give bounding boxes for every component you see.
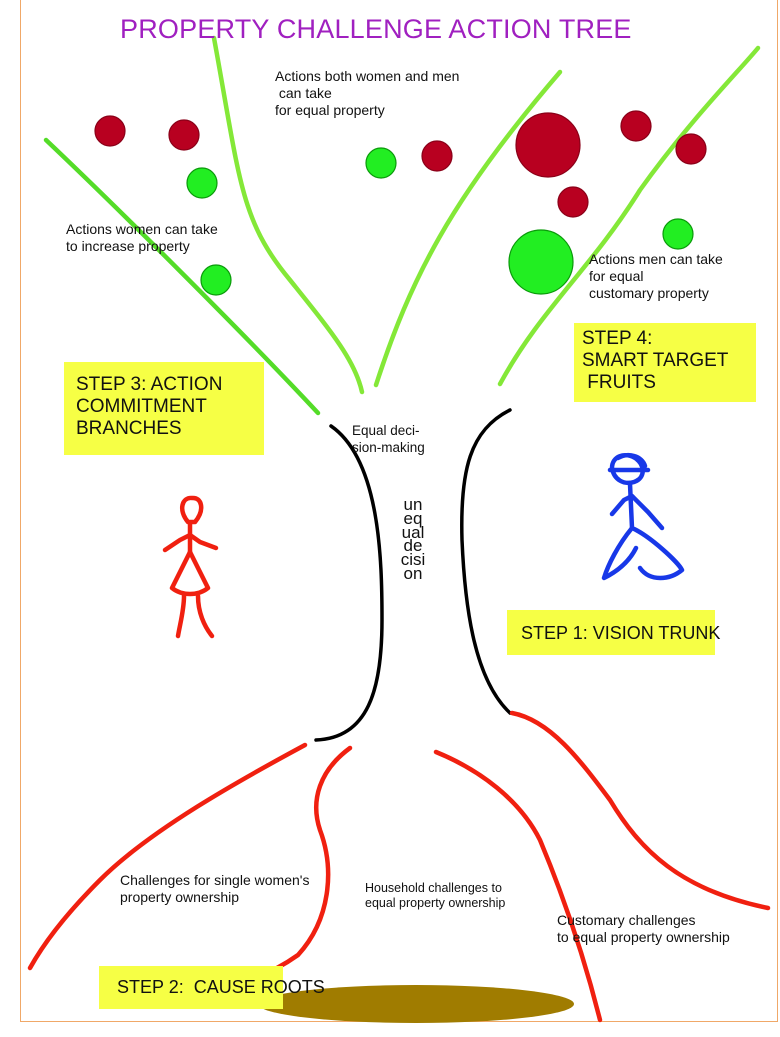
woman-dress xyxy=(169,549,211,597)
trunk-left xyxy=(314,424,384,742)
branch-men xyxy=(497,45,761,387)
fruit-red xyxy=(94,115,126,147)
label-both-actions: Actions both women and men can take for … xyxy=(275,68,460,118)
fruit-red xyxy=(168,119,200,151)
branches xyxy=(43,35,761,416)
fruit-green-large xyxy=(508,229,574,295)
fruit-green xyxy=(662,218,694,250)
man-legs xyxy=(601,525,685,581)
man-arms xyxy=(609,493,665,531)
fruit-green xyxy=(365,147,397,179)
fruits xyxy=(94,110,707,296)
fruit-red xyxy=(421,140,453,172)
label-single-women-challenges: Challenges for single women's property o… xyxy=(120,872,310,905)
branch-shared xyxy=(211,35,365,395)
root-far-right xyxy=(509,710,771,911)
trunk-right xyxy=(460,408,512,715)
fruit-red-large xyxy=(515,112,581,178)
step1-box: STEP 1: VISION TRUNK xyxy=(507,610,720,655)
man-body xyxy=(627,481,635,531)
label-equal-decision: Equal deci- sion-making xyxy=(352,423,425,455)
fruit-red xyxy=(675,133,707,165)
label-household-challenges: Household challenges to equal property o… xyxy=(365,881,506,910)
fruit-green xyxy=(200,264,232,296)
branch-center xyxy=(373,69,563,388)
woman-legs xyxy=(175,593,215,639)
woman-arms xyxy=(162,532,219,553)
page-title: PROPERTY CHALLENGE ACTION TREE xyxy=(120,14,632,44)
fruit-red xyxy=(620,110,652,142)
woman-figure xyxy=(162,495,219,639)
fruit-green xyxy=(186,167,218,199)
label-men-actions: Actions men can take for equal customary… xyxy=(589,251,723,301)
ground-shadow xyxy=(258,985,574,1023)
step2-box: STEP 2: CAUSE ROOTS xyxy=(99,966,325,1009)
trunk xyxy=(314,408,512,742)
root-far-left xyxy=(27,742,308,971)
man-cap xyxy=(607,453,651,473)
man-figure xyxy=(601,453,685,581)
step4-box: STEP 4: SMART TARGET FRUITS xyxy=(574,323,756,402)
branch-women xyxy=(43,137,321,416)
root-right xyxy=(433,749,603,1023)
step3-box: STEP 3: ACTION COMMITMENT BRANCHES xyxy=(64,362,264,455)
trunk-label-unequal-decision: unequaldecision xyxy=(400,495,426,583)
woman-head xyxy=(179,495,204,525)
label-women-actions: Actions women can take to increase prope… xyxy=(66,221,218,254)
label-customary-challenges: Customary challenges to equal property o… xyxy=(557,912,730,945)
fruit-red xyxy=(557,186,589,218)
